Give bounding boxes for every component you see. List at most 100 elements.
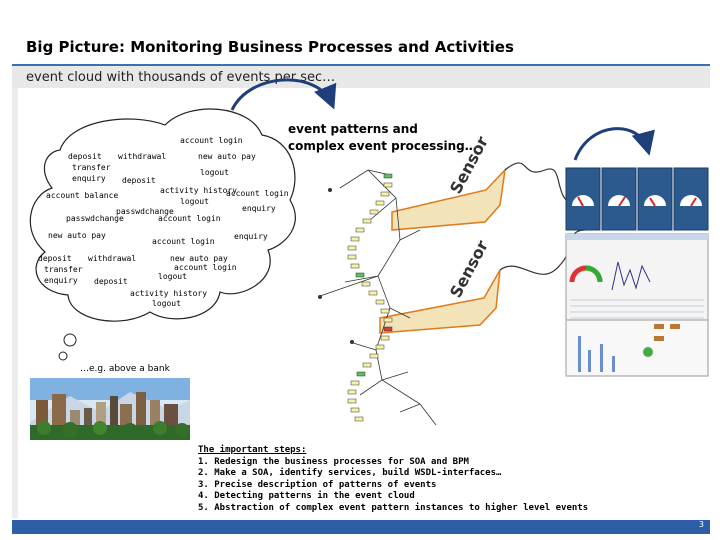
cloud-event: transfer xyxy=(72,163,111,172)
cloud-event: passwdchange xyxy=(66,214,124,223)
flow-edge xyxy=(377,275,391,309)
sensor-cable xyxy=(504,162,576,206)
cloud-event: withdrawal xyxy=(118,152,167,161)
cep-heading: event patterns and complex event process… xyxy=(288,121,477,155)
cloud-event: logout xyxy=(158,272,187,281)
cloud-event: logout xyxy=(180,197,209,206)
step-item: 5. Abstraction of complex event pattern … xyxy=(198,502,589,513)
cloud-event: deposit xyxy=(94,277,128,286)
flow-start-node xyxy=(318,295,322,299)
mini-node-b xyxy=(654,336,664,341)
gauge-dial-3 xyxy=(644,195,666,206)
flow-edge xyxy=(389,307,411,319)
flow-edge xyxy=(367,169,397,199)
mini-node-d xyxy=(670,324,680,329)
cloud-event: account login xyxy=(174,263,237,272)
page-number: 3 xyxy=(698,520,704,529)
flow-edge xyxy=(381,379,421,405)
report-gauge-green xyxy=(585,265,603,283)
process-flow-graph xyxy=(318,169,437,426)
event-cloud xyxy=(29,108,296,361)
cloud-event: deposit xyxy=(68,152,102,161)
step-item: 2. Make a SOA, identify services, build … xyxy=(198,468,502,479)
dashboard-arrow xyxy=(573,127,655,161)
flow-node xyxy=(347,398,357,404)
flow-node xyxy=(380,335,390,341)
flow-node xyxy=(355,227,365,233)
slide-subtitle: event cloud with thousands of events per… xyxy=(26,70,336,85)
flow-node xyxy=(362,218,372,224)
flow-node xyxy=(368,290,378,296)
flow-edge xyxy=(377,239,401,277)
cloud-event: activity history xyxy=(160,186,238,195)
dashboard-gauges xyxy=(565,167,709,377)
gauge-needle-3 xyxy=(649,197,656,207)
city-skyline-image xyxy=(30,378,190,440)
flow-node xyxy=(355,272,365,278)
flow-node xyxy=(383,326,393,332)
left-decorative-bar xyxy=(12,88,18,518)
cloud-event: enquiry xyxy=(72,174,106,183)
gauge-needle-4 xyxy=(690,197,697,207)
flow-node xyxy=(369,209,379,215)
dashboard-chart-window xyxy=(565,319,709,377)
steps-title: The important steps: xyxy=(198,445,307,455)
flow-node xyxy=(356,371,366,377)
flow-node xyxy=(375,299,385,305)
flow-node xyxy=(347,389,357,395)
flow-node xyxy=(354,416,364,422)
cloud-event: new auto pay xyxy=(198,152,256,161)
report-titlebar xyxy=(566,234,708,240)
flow-edge xyxy=(399,229,421,241)
flow-edge xyxy=(399,403,421,413)
step-item: 1. Redesign the business processes for S… xyxy=(198,456,469,467)
flow-node xyxy=(350,380,360,386)
flow-node xyxy=(347,245,357,251)
mini-node-c xyxy=(643,347,653,357)
cloud-event: enquiry xyxy=(234,232,268,241)
flow-node xyxy=(369,353,379,359)
flow-node xyxy=(380,191,390,197)
cloud-event: enquiry xyxy=(44,276,78,285)
flow-edge xyxy=(359,379,383,396)
cloud-event: account login xyxy=(180,136,243,145)
flow-node xyxy=(383,317,393,323)
cloud-event: account login xyxy=(226,189,289,198)
flow-node xyxy=(380,308,390,314)
cloud-event: passwdchange xyxy=(116,207,174,216)
flow-edge xyxy=(419,403,437,426)
cloud-event: new auto pay xyxy=(48,231,106,240)
cloud-event: account balance xyxy=(46,191,119,200)
gauge-needle-2 xyxy=(618,196,626,207)
important-steps: The important steps: 1. Redesign the bus… xyxy=(198,445,588,515)
cloud-event: new auto pay xyxy=(170,254,228,263)
flow-node xyxy=(347,254,357,260)
flow-node xyxy=(375,200,385,206)
flow-edge xyxy=(339,169,369,189)
flow-node xyxy=(361,281,371,287)
flow-edge xyxy=(381,371,409,381)
cloud-event: enquiry xyxy=(242,204,276,213)
flow-edge xyxy=(319,275,379,297)
flow-edge xyxy=(395,197,401,241)
cloud-event: withdrawal xyxy=(88,254,137,263)
flow-edge xyxy=(375,307,391,351)
subtitle-band xyxy=(12,66,710,88)
report-line-chart xyxy=(611,261,651,291)
flow-start-node xyxy=(350,340,354,344)
step-item: 3. Precise description of patterns of ev… xyxy=(198,479,437,490)
flow-edge xyxy=(344,275,379,283)
cep-heading-line-2: complex event processing… xyxy=(288,139,477,153)
flow-edge xyxy=(369,197,397,221)
cloud-event: activity history xyxy=(130,289,208,298)
flow-node xyxy=(375,344,385,350)
flow-node xyxy=(362,362,372,368)
bank-caption: …e.g. above a bank xyxy=(80,364,170,374)
footer-band xyxy=(12,520,710,534)
gauge-dial-4 xyxy=(680,195,702,206)
slide-title: Big Picture: Monitoring Business Process… xyxy=(26,38,514,56)
cloud-event: logout xyxy=(152,299,181,308)
cloud-event: logout xyxy=(200,168,229,177)
cloud-event: account login xyxy=(158,214,221,223)
